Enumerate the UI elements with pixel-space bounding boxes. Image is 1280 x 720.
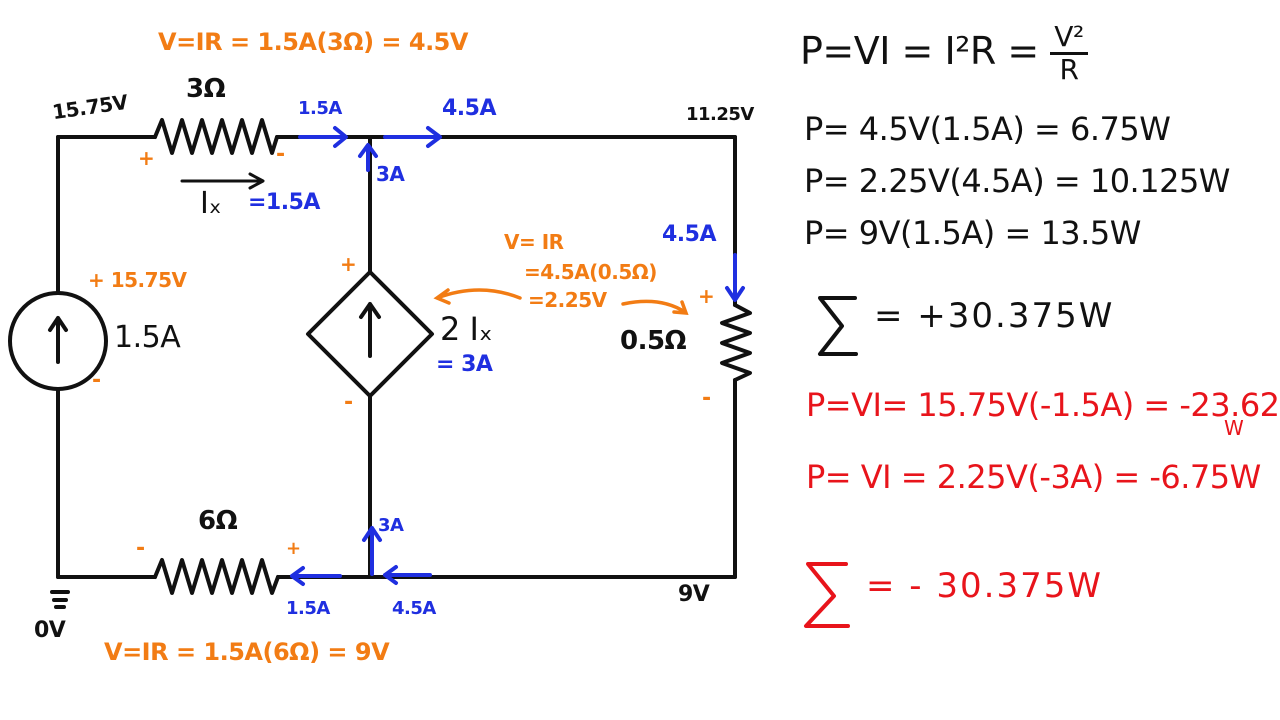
power-supplied-row: P= VI = 2.25V(-3A) = -6.75W xyxy=(806,458,1261,496)
node-voltage-top-right: 11.25V xyxy=(686,104,754,125)
r6-plus-sign: + xyxy=(286,538,301,559)
sigma-black-shape xyxy=(818,296,858,356)
r05-plus-sign: + xyxy=(698,284,715,308)
equation-top-resistor: V=IR = 1.5A(3Ω) = 4.5V xyxy=(158,28,468,56)
current-label-bottom-4.5A: 4.5A xyxy=(392,598,436,619)
current-source-minus-sign: - xyxy=(92,368,101,393)
ix-value: =1.5A xyxy=(248,190,320,215)
current-source-arrow xyxy=(48,316,68,364)
current-source-voltage: + 15.75V xyxy=(88,268,187,292)
power-supplied-row: P=VI= 15.75V(-1.5A) = -23.625 xyxy=(806,386,1280,424)
resistor-6ohm-label: 6Ω xyxy=(198,506,238,536)
ix-arrow xyxy=(180,172,265,190)
sigma-red-shape xyxy=(804,562,850,628)
current-label-top-4.5A: 4.5A xyxy=(442,96,497,121)
r3-minus-sign: - xyxy=(276,142,285,167)
power-formula-fraction: V² R xyxy=(1050,22,1088,86)
fraction-denominator: R xyxy=(1059,53,1079,86)
power-absorbed-row: P= 4.5V(1.5A) = 6.75W xyxy=(804,110,1171,148)
ground-symbol xyxy=(50,590,70,609)
resistor-0.5ohm-label: 0.5Ω xyxy=(620,326,687,356)
dependent-source-label: 2 Iₓ xyxy=(440,310,493,348)
current-label-top-1.5A: 1.5A xyxy=(298,98,342,119)
equation-bottom-resistor: V=IR = 1.5A(6Ω) = 9V xyxy=(104,638,390,666)
power-formula-lhs: P=VI = I²R = xyxy=(800,29,1051,73)
dep-source-plus-sign: + xyxy=(340,252,357,276)
equation-mid-line3: =2.25V xyxy=(528,288,607,312)
r05-minus-sign: - xyxy=(702,386,711,411)
dependent-source-arrow xyxy=(359,302,381,358)
r3-plus-sign: + xyxy=(138,146,155,170)
dependent-source-value: = 3A xyxy=(436,352,493,377)
arrow-top-4.5A xyxy=(383,126,442,148)
resistor-3ohm-label: 3Ω xyxy=(186,74,226,104)
dependent-source xyxy=(306,270,434,398)
current-label-bottom-1.5A: 1.5A xyxy=(286,598,330,619)
arrow-right-down-4.5A xyxy=(725,253,745,302)
equation-mid-line1: V= IR xyxy=(504,230,564,254)
current-label-dep-bottom-3A: 3A xyxy=(378,515,404,536)
dep-source-minus-sign: - xyxy=(344,390,353,415)
current-label-dep-top-3A: 3A xyxy=(376,162,405,186)
r6-minus-sign: - xyxy=(136,536,145,561)
current-source xyxy=(8,291,108,391)
resistor-3ohm xyxy=(153,118,279,155)
current-label-right-4.5A: 4.5A xyxy=(662,222,717,247)
power-absorbed-row: P= 2.25V(4.5A) = 10.125W xyxy=(804,162,1230,200)
ix-label: Iₓ xyxy=(200,186,222,221)
curve-arrow-left xyxy=(433,288,522,305)
arrow-dep-up-3A-bottom xyxy=(362,526,382,576)
fraction-numerator: V² xyxy=(1050,22,1088,55)
arrow-dep-up-3A-top xyxy=(358,143,378,172)
power-supplied-sum: = - 30.375W xyxy=(866,566,1103,606)
arrow-bottom-1.5A xyxy=(290,566,342,586)
arrow-bottom-4.5A xyxy=(383,565,432,585)
node-voltage-ground: 0V xyxy=(34,618,66,643)
curve-arrow-right xyxy=(621,299,689,315)
equation-mid-line2: =4.5A(0.5Ω) xyxy=(524,260,657,284)
node-voltage-bottom-right: 9V xyxy=(678,582,710,607)
resistor-6ohm xyxy=(153,558,280,595)
power-formula: P=VI = I²R = V² R xyxy=(800,22,1088,85)
power-absorbed-row: P= 9V(1.5A) = 13.5W xyxy=(804,214,1141,252)
arrow-top-1.5A xyxy=(298,126,348,148)
current-source-label: 1.5A xyxy=(114,320,181,355)
power-absorbed-sum: = +30.375W xyxy=(874,296,1115,336)
resistor-0.5ohm xyxy=(720,303,752,382)
power-supplied-unit-wrap: W xyxy=(1224,416,1244,440)
